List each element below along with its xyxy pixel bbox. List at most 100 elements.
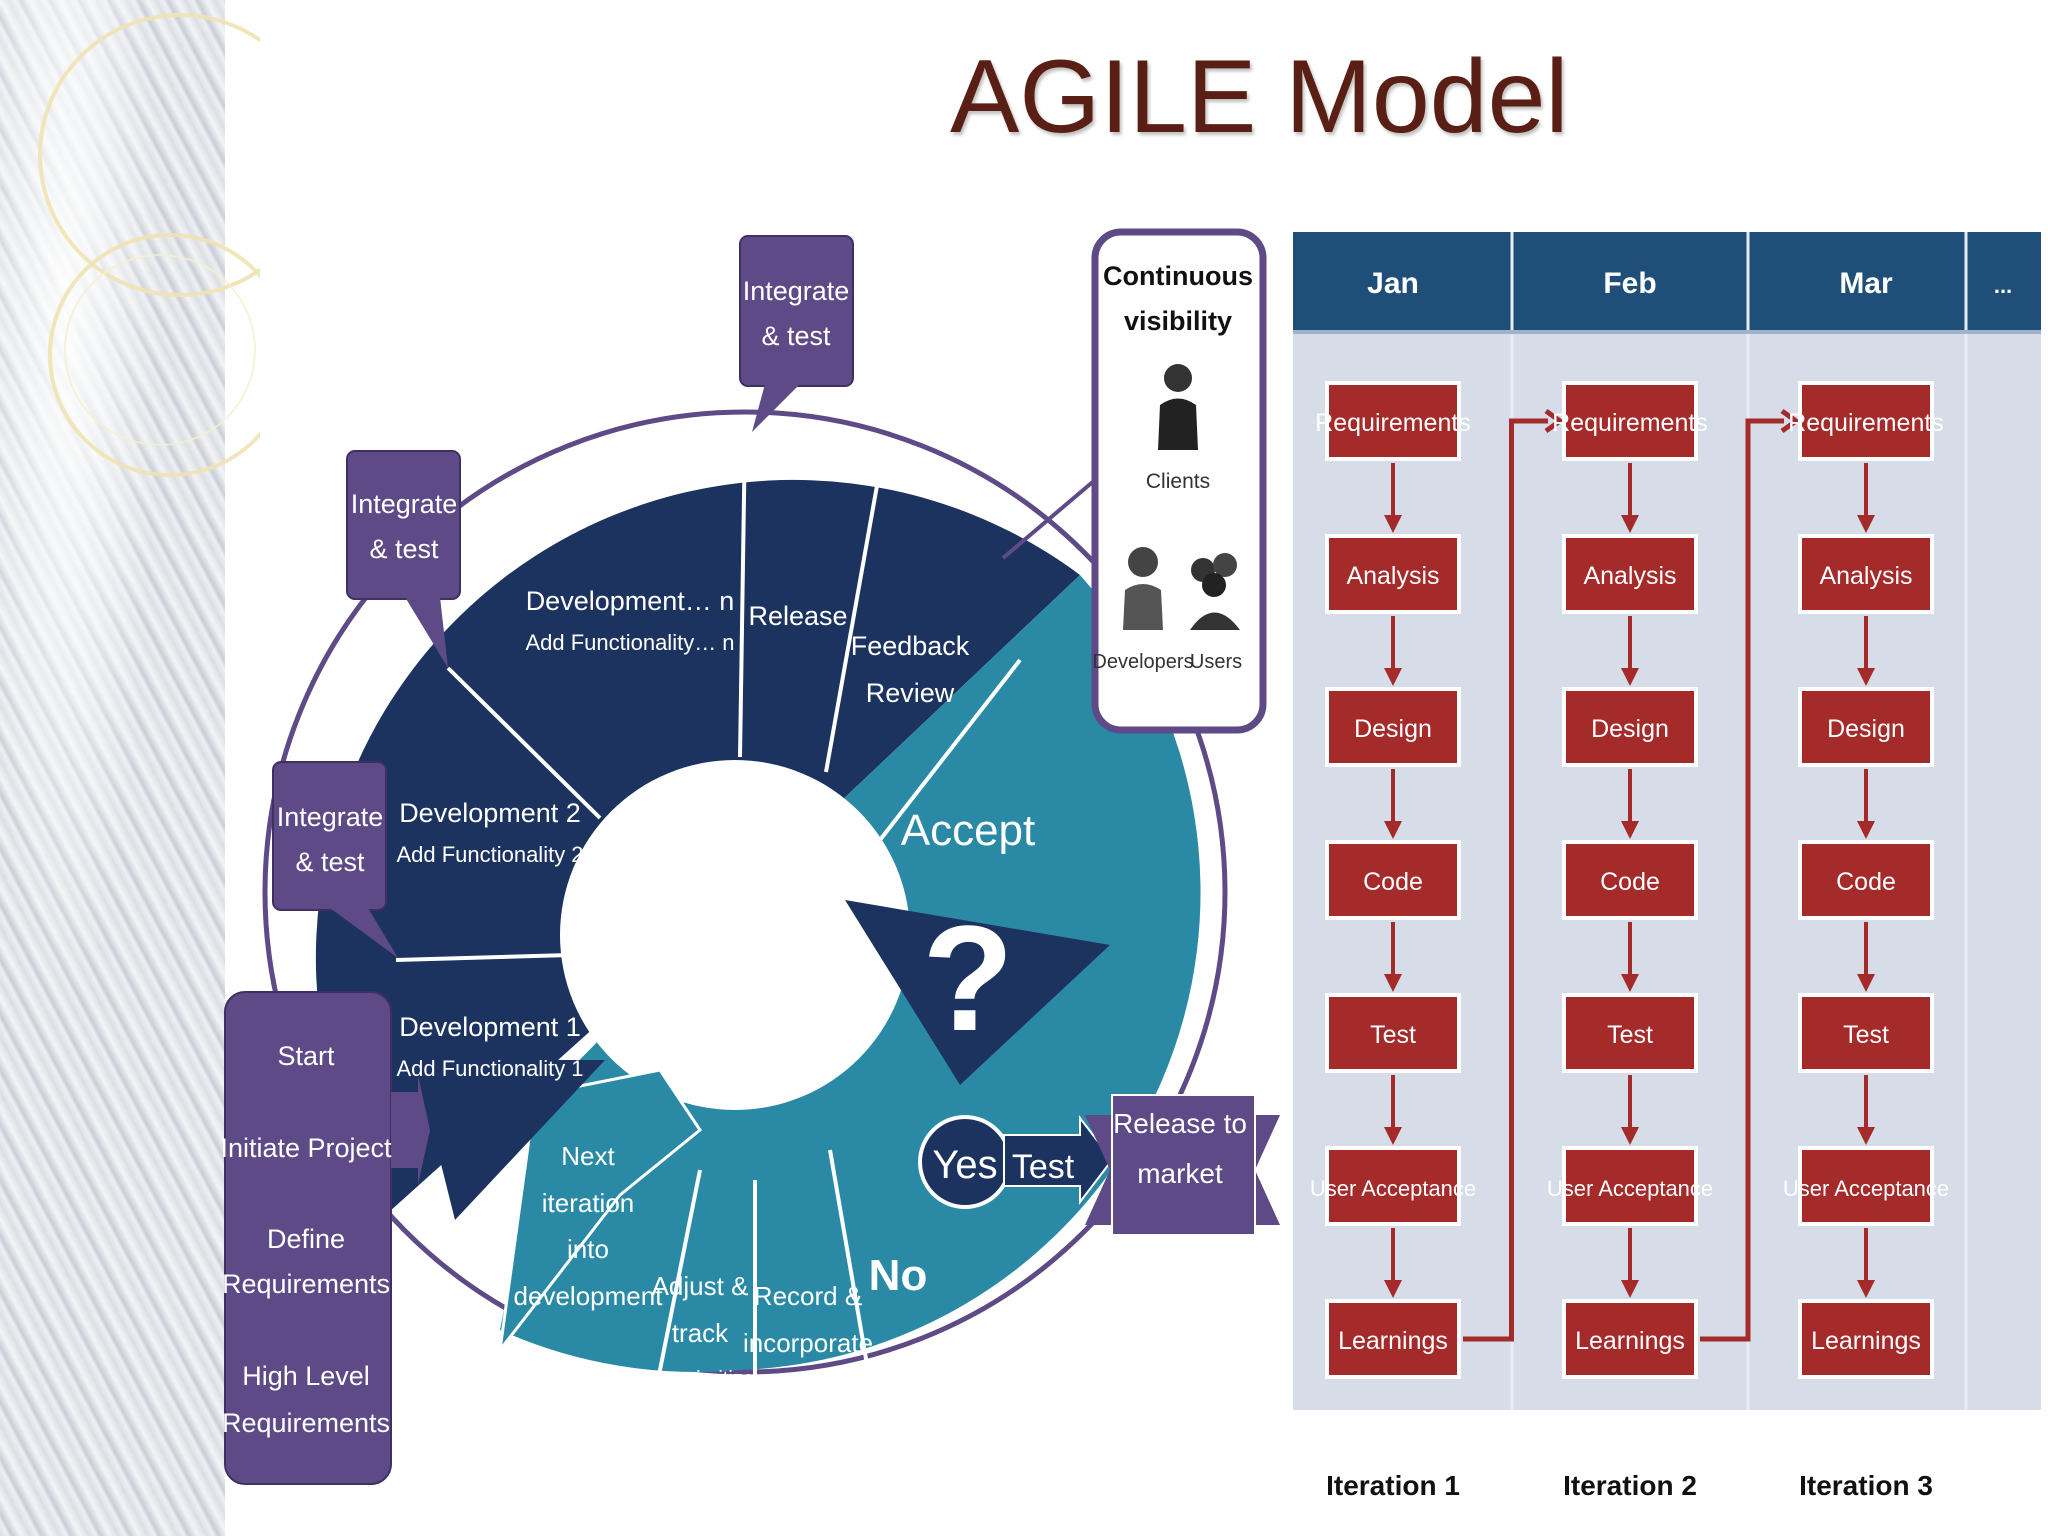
step-box: Code bbox=[1562, 840, 1698, 920]
svg-text:Analysis: Analysis bbox=[1583, 562, 1676, 590]
adjust-1: Adjust & bbox=[652, 1271, 749, 1301]
down-arrow bbox=[1384, 463, 1402, 533]
svg-text:Requirements: Requirements bbox=[1552, 409, 1708, 437]
down-arrow bbox=[1621, 922, 1639, 992]
svg-text:Requirements: Requirements bbox=[222, 1408, 390, 1438]
down-arrow bbox=[1384, 1075, 1402, 1145]
svg-text:Developers: Developers bbox=[1092, 651, 1193, 673]
step-box: Design bbox=[1562, 687, 1698, 767]
question-mark: ? bbox=[922, 894, 1014, 1062]
dev1-title: Development 1 bbox=[399, 1012, 581, 1042]
month-label: Jan bbox=[1367, 267, 1419, 300]
start-box: Start Initiate Project Define Requiremen… bbox=[220, 991, 430, 1485]
svg-text:Integrate: Integrate bbox=[743, 276, 850, 306]
test-arrow bbox=[1003, 1115, 1114, 1205]
svg-text:Users: Users bbox=[1190, 651, 1242, 673]
test-label: Test bbox=[1012, 1148, 1075, 1186]
down-arrow bbox=[1621, 616, 1639, 686]
svg-text:Test: Test bbox=[1843, 1021, 1889, 1049]
dev2-title: Development 2 bbox=[399, 798, 581, 828]
no-label: No bbox=[869, 1251, 928, 1300]
step-box: Learnings bbox=[1562, 1299, 1698, 1379]
step-box: Test bbox=[1798, 993, 1934, 1073]
dev-n-title: Development… n bbox=[526, 586, 735, 616]
svg-text:Learnings: Learnings bbox=[1575, 1327, 1685, 1355]
svg-text:Design: Design bbox=[1591, 715, 1669, 743]
svg-text:Learnings: Learnings bbox=[1811, 1327, 1921, 1355]
svg-text:Requirements: Requirements bbox=[1788, 409, 1944, 437]
next-iteration-connector bbox=[1463, 408, 1565, 1342]
step-box: Test bbox=[1325, 993, 1461, 1073]
svg-text:Start: Start bbox=[277, 1041, 335, 1071]
step-box: Test bbox=[1562, 993, 1698, 1073]
developer-person-icon bbox=[1123, 547, 1163, 630]
month-label: ... bbox=[1994, 273, 2012, 298]
month-label: Mar bbox=[1839, 267, 1893, 300]
month-label: Feb bbox=[1603, 267, 1656, 300]
down-arrow bbox=[1857, 922, 1875, 992]
integrate-callout-middle: Integrate & test bbox=[346, 450, 461, 668]
svg-text:Clients: Clients bbox=[1146, 470, 1210, 493]
svg-text:Test: Test bbox=[1370, 1021, 1416, 1049]
step-box: Code bbox=[1325, 840, 1461, 920]
iteration-label: Iteration 2 bbox=[1563, 1470, 1697, 1501]
svg-text:& test: & test bbox=[295, 847, 365, 877]
svg-text:Code: Code bbox=[1836, 868, 1896, 896]
svg-text:User Acceptance: User Acceptance bbox=[1547, 1176, 1713, 1201]
users-group-icon bbox=[1190, 553, 1240, 630]
down-arrow bbox=[1621, 1075, 1639, 1145]
down-arrow bbox=[1857, 1075, 1875, 1145]
step-box: User Acceptance bbox=[1310, 1146, 1476, 1226]
svg-text:User Acceptance: User Acceptance bbox=[1310, 1176, 1476, 1201]
step-box: Requirements bbox=[1552, 381, 1708, 461]
adjust-sub-2: features bbox=[664, 1406, 736, 1428]
step-box: Learnings bbox=[1798, 1299, 1934, 1379]
svg-text:User Acceptance: User Acceptance bbox=[1783, 1176, 1949, 1201]
adjust-sub-1: Re-prioritize bbox=[646, 1368, 754, 1390]
svg-text:Initiate Project: Initiate Project bbox=[220, 1133, 392, 1163]
release-market-2: market bbox=[1137, 1158, 1223, 1189]
iteration-label: Iteration 3 bbox=[1799, 1470, 1933, 1501]
page-title: AGILE Model bbox=[950, 39, 1569, 155]
center-hole bbox=[560, 760, 910, 1110]
dev1-sub: Add Functionality 1 bbox=[396, 1056, 583, 1081]
record-1: Record & bbox=[754, 1281, 862, 1311]
down-arrow bbox=[1621, 769, 1639, 839]
adjust-2: track bbox=[672, 1318, 729, 1348]
iteration-label: Iteration 1 bbox=[1326, 1470, 1460, 1501]
record-3: features bbox=[761, 1374, 855, 1404]
release-label: Release bbox=[748, 601, 847, 631]
next-iteration-1: Next bbox=[561, 1141, 615, 1171]
down-arrow bbox=[1621, 1228, 1639, 1298]
next-iteration-2: iteration bbox=[542, 1188, 635, 1218]
step-box: Requirements bbox=[1788, 381, 1944, 461]
step-box: Design bbox=[1798, 687, 1934, 767]
release-market-1: Release to bbox=[1113, 1108, 1247, 1139]
svg-text:Integrate: Integrate bbox=[351, 489, 458, 519]
down-arrow bbox=[1857, 1228, 1875, 1298]
integrate-callout-lower: Integrate & test bbox=[272, 761, 398, 958]
svg-text:& test: & test bbox=[369, 534, 439, 564]
step-box: Code bbox=[1798, 840, 1934, 920]
down-arrow bbox=[1384, 1228, 1402, 1298]
svg-text:Code: Code bbox=[1363, 868, 1423, 896]
svg-text:Requirements: Requirements bbox=[222, 1269, 390, 1299]
svg-text:High Level: High Level bbox=[242, 1361, 370, 1391]
svg-text:Learnings: Learnings bbox=[1338, 1327, 1448, 1355]
step-box: Analysis bbox=[1325, 534, 1461, 614]
step-box: Learnings bbox=[1325, 1299, 1461, 1379]
next-iteration-arrow bbox=[497, 1068, 703, 1356]
accept-arrow bbox=[845, 900, 1110, 1085]
svg-text:Define: Define bbox=[267, 1224, 345, 1254]
svg-text:Analysis: Analysis bbox=[1819, 562, 1912, 590]
step-box: Analysis bbox=[1562, 534, 1698, 614]
down-arrow bbox=[1384, 769, 1402, 839]
integrate-callout-top: Integrate & test bbox=[739, 235, 854, 432]
svg-text:Design: Design bbox=[1827, 715, 1905, 743]
svg-text:visibility: visibility bbox=[1124, 306, 1232, 336]
feedback-label-1: Feedback bbox=[851, 631, 970, 661]
svg-text:Code: Code bbox=[1600, 868, 1660, 896]
down-arrow bbox=[1857, 769, 1875, 839]
dev-n-sub: Add Functionality… n bbox=[525, 630, 734, 655]
